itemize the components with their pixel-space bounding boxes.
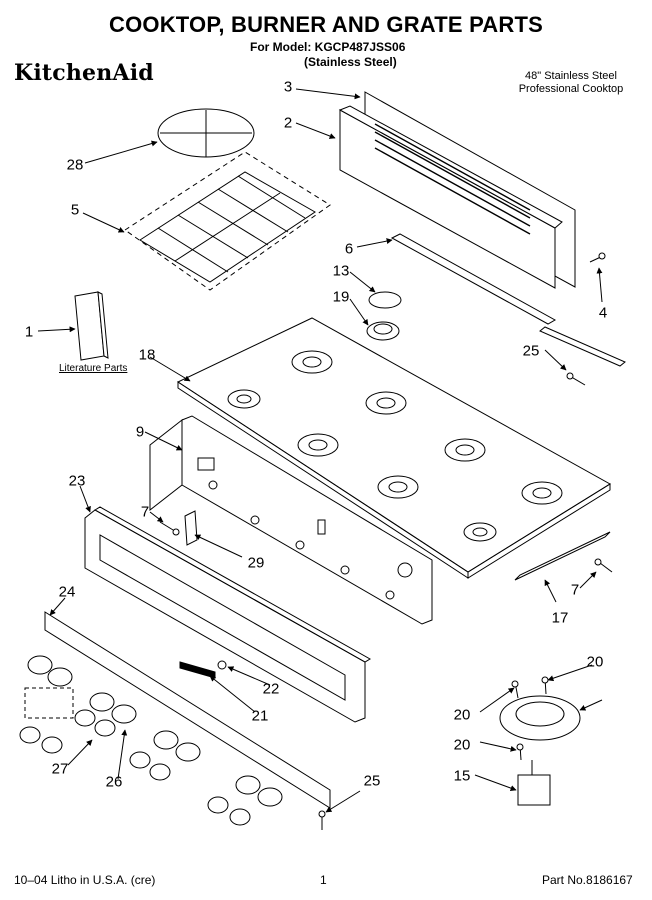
callout-7-left: 7 [140, 503, 150, 521]
product-description: 48" Stainless Steel Professional Cooktop [508, 70, 634, 96]
callout-29: 29 [247, 554, 265, 572]
callout-24: 24 [58, 583, 76, 601]
page-number: 1 [320, 873, 327, 887]
callout-3: 3 [283, 78, 293, 96]
callout-13: 13 [332, 262, 350, 280]
callout-20-low: 20 [453, 736, 471, 754]
valve-bracket [184, 510, 198, 546]
description-line-1: 48" Stainless Steel [525, 70, 617, 82]
grate-dashed-outline [124, 151, 331, 291]
trim-strip [390, 233, 557, 325]
callout-21: 21 [251, 707, 269, 725]
model-variant: (Stainless Steel) [304, 55, 397, 69]
burner-head [366, 321, 400, 341]
callout-18: 18 [138, 346, 156, 364]
callout-27: 27 [51, 760, 69, 778]
callout-5: 5 [70, 201, 80, 219]
nameplate-badge [179, 661, 216, 679]
brand-logo: KitchenAid [14, 60, 154, 86]
footer-litho: 10–04 Litho in U.S.A. (cre) [14, 873, 156, 887]
screw-7-left [159, 521, 180, 536]
callout-4: 4 [598, 304, 608, 322]
backguard-vents [374, 123, 531, 235]
grate-bars [157, 175, 306, 273]
callout-1: 1 [24, 323, 34, 341]
pan-holes [197, 457, 413, 600]
side-trim [514, 531, 611, 581]
rear-rail [539, 326, 626, 367]
callout-22: 22 [262, 680, 280, 698]
badge-screw [217, 660, 227, 670]
callout-9: 9 [135, 423, 145, 441]
callout-20-mid: 20 [453, 706, 471, 724]
screw-7-right [594, 558, 613, 573]
burner-cap [368, 291, 402, 309]
page-title: COOKTOP, BURNER AND GRATE PARTS [108, 12, 543, 37]
callout-28: 28 [66, 156, 84, 174]
callout-7-right: 7 [570, 581, 580, 599]
screw-25-upper [566, 372, 586, 386]
part-number: Part No.8186167 [542, 873, 633, 887]
burner-grates-on-surface [227, 350, 563, 542]
callout-25-lower: 25 [363, 772, 381, 790]
screw-25-lower [318, 810, 326, 830]
cooktop-surface [176, 317, 611, 573]
model-number: For Model: KGCP487JSS06 [250, 40, 406, 54]
callout-23: 23 [68, 472, 86, 490]
callout-19: 19 [332, 288, 350, 306]
knob-dashed-group [24, 687, 74, 719]
literature-parts-label: Literature Parts [59, 363, 128, 374]
screw-4 [589, 252, 606, 263]
callout-26: 26 [105, 773, 123, 791]
burner-assembly-right [499, 695, 581, 806]
description-line-2: Professional Cooktop [518, 83, 624, 95]
callout-6: 6 [344, 240, 354, 258]
callout-15: 15 [453, 767, 471, 785]
control-knobs [19, 655, 283, 826]
callout-2: 2 [283, 114, 293, 132]
burner-screws-20 [511, 676, 549, 761]
callout-20-top: 20 [586, 653, 604, 671]
callout-25-upper: 25 [522, 342, 540, 360]
leader-lines [37, 88, 603, 813]
callout-17: 17 [551, 609, 569, 627]
